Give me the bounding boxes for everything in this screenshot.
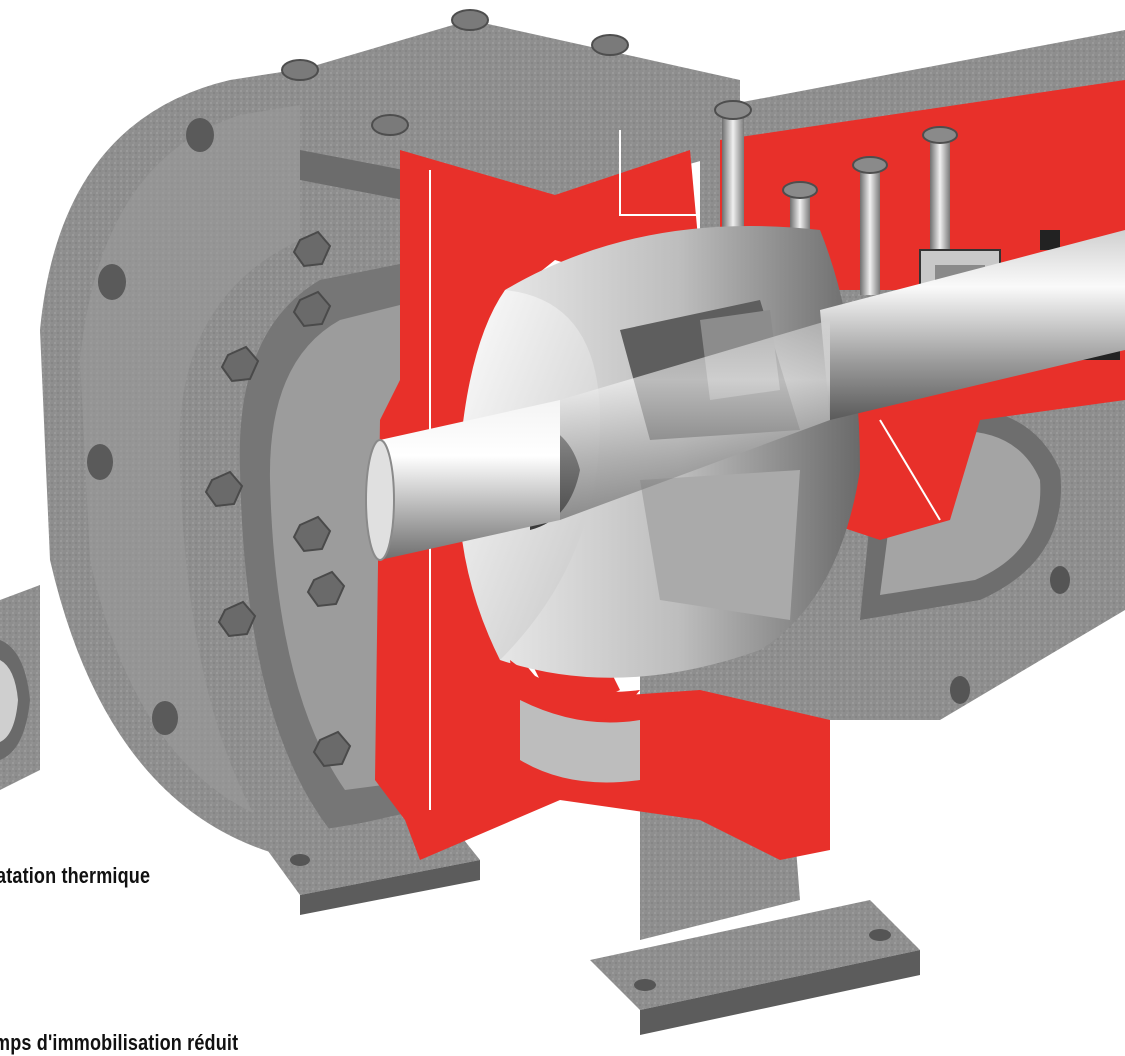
caption-thermal-expansion: atation thermique [0, 863, 151, 888]
secondary-pump-thumbnail [0, 585, 40, 790]
gland-studs [714, 100, 958, 310]
drive-shaft [365, 230, 1125, 561]
casing-bolts [204, 230, 352, 768]
caption-reduced-downtime: mps d'immobilisation réduit [0, 1030, 239, 1055]
idler-gear [510, 660, 640, 783]
